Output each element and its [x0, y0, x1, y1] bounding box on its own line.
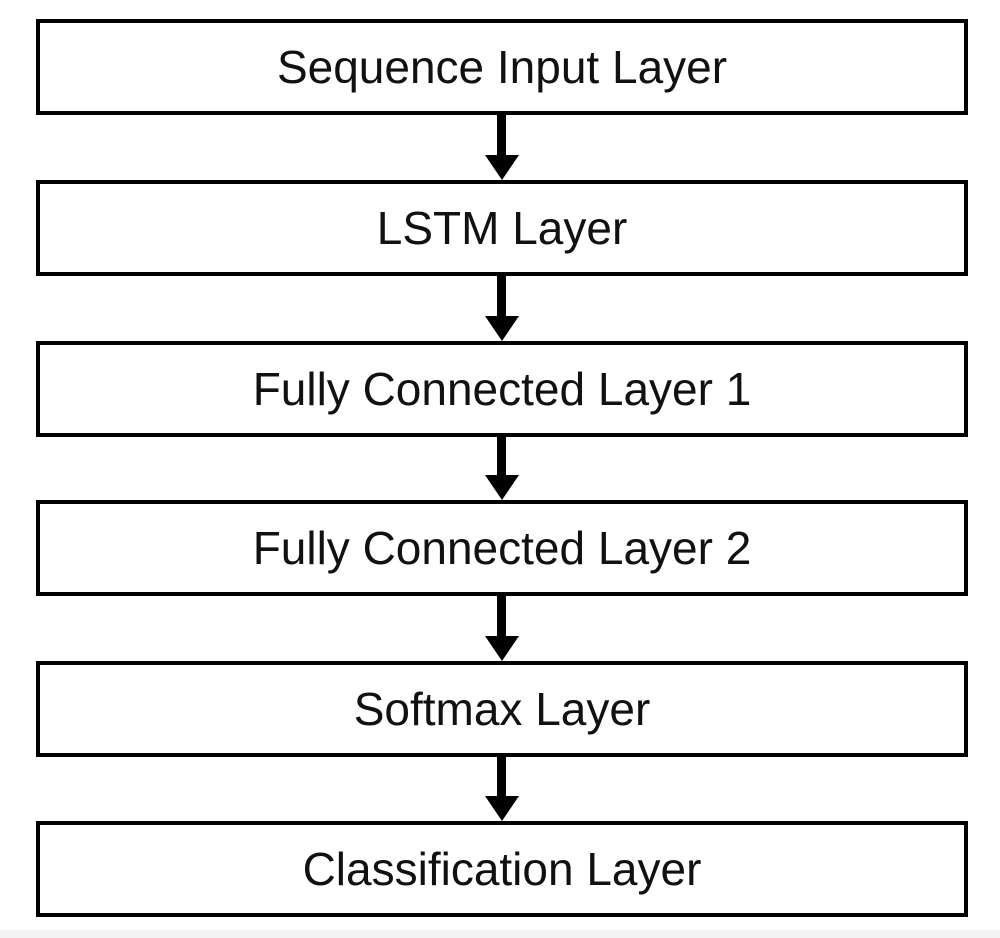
arrow-shaft — [497, 115, 506, 156]
node-label: Softmax Layer — [353, 683, 651, 735]
arrow-shaft — [497, 276, 506, 317]
node-fully-connected-layer-2: Fully Connected Layer 2 — [36, 500, 968, 596]
flow-arrow-down-icon — [485, 115, 519, 180]
node-label: Fully Connected Layer 1 — [252, 363, 752, 415]
flow-arrow-down-icon — [485, 757, 519, 821]
arrow-shaft — [497, 436, 506, 476]
node-label: LSTM Layer — [376, 202, 628, 254]
arrow-head — [485, 155, 519, 180]
node-classification-layer: Classification Layer — [36, 821, 968, 917]
flow-arrow-down-icon — [485, 436, 519, 500]
node-lstm-layer: LSTM Layer — [36, 180, 968, 276]
flow-arrow-down-icon — [485, 596, 519, 661]
node-softmax-layer: Softmax Layer — [36, 661, 968, 757]
node-sequence-input-layer: Sequence Input Layer — [36, 19, 968, 115]
arrow-head — [485, 316, 519, 341]
arrow-shaft — [497, 757, 506, 797]
arrow-head — [485, 636, 519, 661]
node-fully-connected-layer-1: Fully Connected Layer 1 — [36, 341, 968, 437]
flow-arrow-down-icon — [485, 276, 519, 341]
node-label: Sequence Input Layer — [276, 41, 728, 93]
node-label: Classification Layer — [302, 843, 702, 895]
arrow-shaft — [497, 596, 506, 637]
node-label: Fully Connected Layer 2 — [252, 522, 752, 574]
arrow-head — [485, 475, 519, 500]
bottom-edge-strip — [0, 930, 1000, 938]
arrow-head — [485, 796, 519, 821]
